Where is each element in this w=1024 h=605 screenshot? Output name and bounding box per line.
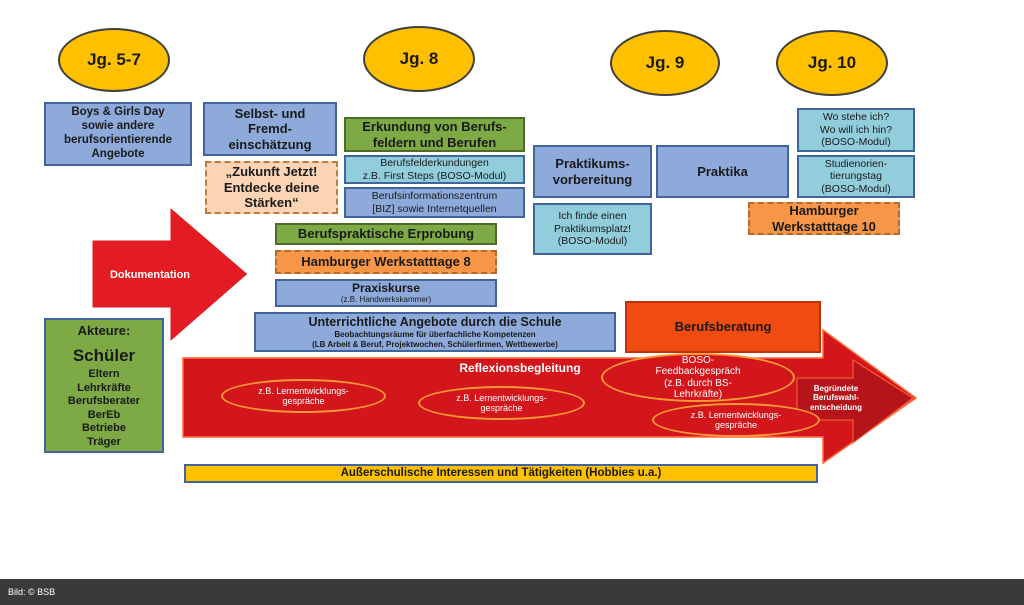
- praktika-box: Praktika: [656, 145, 789, 198]
- lernentwicklung-oval-3: z.B. Lernentwicklungs- gespräche: [652, 403, 820, 437]
- berufsfelderkundungen-box: Berufsfelderkundungen z.B. First Steps (…: [344, 155, 525, 184]
- ausserschulische-interessen-box: Außerschulische Interessen und Tätigkeit…: [184, 464, 818, 483]
- praxiskurse-sub: (z.B. Handwerkskammer): [340, 295, 432, 305]
- akteure-list-item: BerEb: [87, 408, 121, 421]
- berufsfelderkundungen-sub: z.B. First Steps (BOSO-Modul): [362, 169, 507, 182]
- akteure-list-item: Lehrkräfte: [77, 381, 131, 394]
- boys-girls-day-box: Boys & Girls Day sowie andere berufsorie…: [44, 102, 192, 166]
- grade-oval-10: Jg. 10: [776, 30, 888, 96]
- berufsfelderkundungen-title: Berufsfelderkundungen: [380, 156, 489, 169]
- biz-box: Berufsinformationszentrum [BIZ] sowie In…: [344, 187, 525, 218]
- image-credit-text: Bild: © BSB: [8, 587, 56, 597]
- reflexion-title: Reflexionsbegleitung: [459, 360, 581, 375]
- studienorientierung-box: Studienorien- tierungstag (BOSO-Modul): [797, 155, 915, 198]
- berufswahlentscheidung-label: Begründete Berufswahl- entscheidung: [809, 383, 862, 412]
- erkundung-box: Erkundung von Berufs- feldern und Berufe…: [344, 117, 525, 152]
- unterrichtliche-angebote-box: Unterrichtliche Angebote durch die Schul…: [254, 312, 616, 352]
- akteure-list-item: Träger: [87, 435, 121, 448]
- lernentwicklung-oval-1: z.B. Lernentwicklungs- gespräche: [221, 379, 386, 413]
- grade-oval-8: Jg. 8: [363, 26, 475, 92]
- berufsberatung-box: Berufsberatung: [625, 301, 821, 353]
- selbst-fremd-box: Selbst- und Fremd- einschätzung: [203, 102, 337, 156]
- wo-stehe-ich-box: Wo stehe ich? Wo will ich hin? (BOSO-Mod…: [797, 108, 915, 152]
- unterricht-title: Unterrichtliche Angebote durch die Schul…: [308, 314, 562, 329]
- akteure-list-item: Betriebe: [81, 422, 127, 434]
- akteure-list-item: Eltern: [88, 368, 120, 380]
- akteure-box: Akteure: Schüler Eltern Lehrkräfte Beruf…: [44, 318, 164, 453]
- berufspraktische-erprobung-box: Berufspraktische Erprobung: [275, 223, 497, 245]
- praktikumsplatz-box: Ich finde einen Praktikumsplatz! (BOSO-M…: [533, 203, 652, 255]
- praxiskurse-box: Praxiskurse (z.B. Handwerkskammer): [275, 279, 497, 307]
- lernentwicklung-oval-2: z.B. Lernentwicklungs- gespräche: [418, 386, 585, 420]
- grade-oval-9: Jg. 9: [610, 30, 720, 96]
- zukunft-jetzt-box: „Zukunft Jetzt! Entdecke deine Stärken“: [205, 161, 338, 214]
- unterricht-sub2: (LB Arbeit & Beruf, Projektwochen, Schül…: [312, 339, 558, 349]
- praktikumsvorbereitung-box: Praktikums- vorbereitung: [533, 145, 652, 198]
- akteure-main: Schüler: [72, 346, 136, 365]
- unterricht-sub1: Beobachtungsräume für überfachliche Komp…: [334, 329, 536, 339]
- akteure-title: Akteure:: [77, 323, 131, 338]
- dokumentation-arrow: [91, 205, 249, 344]
- dokumentation-label: Dokumentation: [109, 269, 191, 282]
- praxiskurse-title: Praxiskurse: [351, 281, 421, 295]
- werkstatttage-8-box: Hamburger Werkstatttage 8: [275, 250, 497, 274]
- akteure-list-item: Berufsberater: [67, 395, 141, 407]
- boso-feedback-oval: BOSO- Feedbackgespräch (z.B. durch BS- L…: [601, 353, 795, 402]
- werkstatttage-10-box: Hamburger Werkstatttage 10: [748, 202, 900, 235]
- image-credit-footer: Bild: © BSB: [0, 579, 1024, 605]
- grade-oval-5-7: Jg. 5-7: [58, 28, 170, 92]
